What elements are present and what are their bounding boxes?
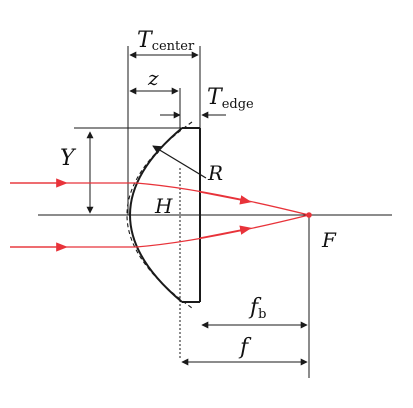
z-label: z (147, 66, 159, 90)
radius-arrow (152, 145, 207, 179)
refracted-ray-bottom-arrow (199, 225, 252, 239)
refracted-ray-bottom (135, 214, 310, 248)
refracted-ray-top (135, 182, 310, 216)
f-label: f (238, 335, 252, 360)
h-label: H (154, 194, 173, 218)
reference-sphere-dashed (126, 121, 193, 309)
refracted-ray-top-arrow (199, 191, 252, 205)
t-edge-label: Tedge (207, 85, 254, 112)
t-center-label: Tcenter (137, 28, 195, 54)
focal-point-label: F (321, 228, 337, 252)
f-b-label: fb (248, 295, 266, 322)
focal-point-dot (306, 212, 312, 218)
y-label: Y (60, 146, 77, 171)
r-label: R (207, 161, 223, 185)
